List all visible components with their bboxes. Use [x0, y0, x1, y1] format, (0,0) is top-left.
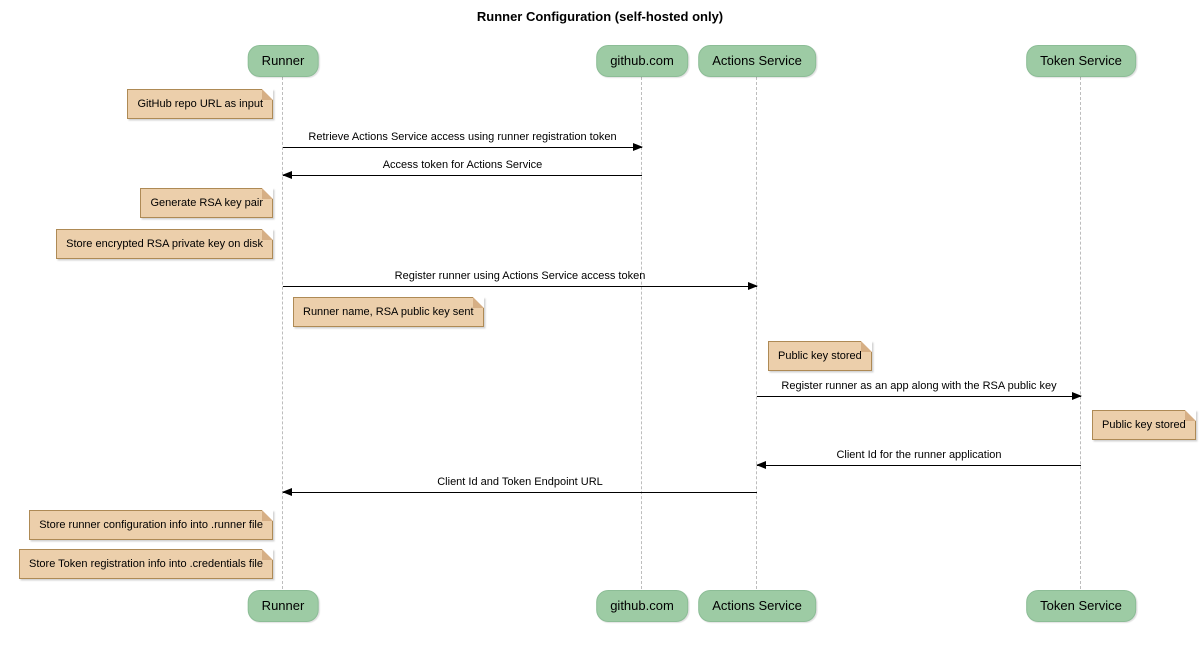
note-generate-rsa-key: Generate RSA key pair — [140, 188, 273, 218]
lifeline-actions-service — [756, 77, 757, 589]
message-line — [283, 143, 643, 151]
arrowhead-icon — [282, 171, 292, 179]
message-access-token: Access token for Actions Service — [282, 158, 642, 179]
message-label: Access token for Actions Service — [382, 159, 543, 171]
participant-actions-service-top: Actions Service — [698, 45, 816, 77]
participant-github-com-top: github.com — [596, 45, 688, 77]
message-label: Register runner as an app along with the… — [781, 380, 1057, 392]
message-line — [282, 488, 757, 496]
message-line — [756, 461, 1081, 469]
note-store-private-key: Store encrypted RSA private key on disk — [56, 229, 273, 259]
message-register-runner: Register runner using Actions Service ac… — [283, 269, 758, 290]
note-public-key-stored-actions: Public key stored — [768, 341, 872, 371]
lifeline-token-service — [1080, 77, 1081, 589]
lifeline-github-com — [641, 77, 642, 589]
participant-runner-top: Runner — [247, 45, 319, 77]
arrowhead-icon — [748, 282, 758, 290]
lifeline-runner — [282, 77, 283, 589]
message-register-runner-app: Register runner as an app along with the… — [757, 379, 1082, 400]
message-line — [282, 171, 642, 179]
message-line — [757, 392, 1082, 400]
message-label: Client Id for the runner application — [836, 449, 1002, 461]
note-store-credentials-file: Store Token registration info into .cred… — [19, 549, 273, 579]
message-retrieve-actions-access: Retrieve Actions Service access using ru… — [283, 130, 643, 151]
message-client-id-runner-app: Client Id for the runner application — [756, 448, 1081, 469]
message-line — [283, 282, 758, 290]
note-store-runner-file: Store runner configuration info into .ru… — [29, 510, 273, 540]
participant-actions-service-bottom: Actions Service — [698, 590, 816, 622]
participant-runner-bottom: Runner — [247, 590, 319, 622]
note-public-key-stored-token: Public key stored — [1092, 410, 1196, 440]
participant-github-com-bottom: github.com — [596, 590, 688, 622]
participant-token-service-top: Token Service — [1026, 45, 1136, 77]
note-github-repo-url: GitHub repo URL as input — [127, 89, 273, 119]
arrowhead-icon — [1072, 392, 1082, 400]
arrowhead-icon — [282, 488, 292, 496]
message-label: Retrieve Actions Service access using ru… — [308, 131, 617, 143]
arrowhead-icon — [633, 143, 643, 151]
message-client-id-endpoint: Client Id and Token Endpoint URL — [282, 475, 757, 496]
diagram-title: Runner Configuration (self-hosted only) — [476, 9, 724, 24]
message-label: Client Id and Token Endpoint URL — [437, 476, 603, 488]
arrowhead-icon — [756, 461, 766, 469]
note-runner-name-public-key: Runner name, RSA public key sent — [293, 297, 484, 327]
message-label: Register runner using Actions Service ac… — [394, 270, 646, 282]
participant-token-service-bottom: Token Service — [1026, 590, 1136, 622]
